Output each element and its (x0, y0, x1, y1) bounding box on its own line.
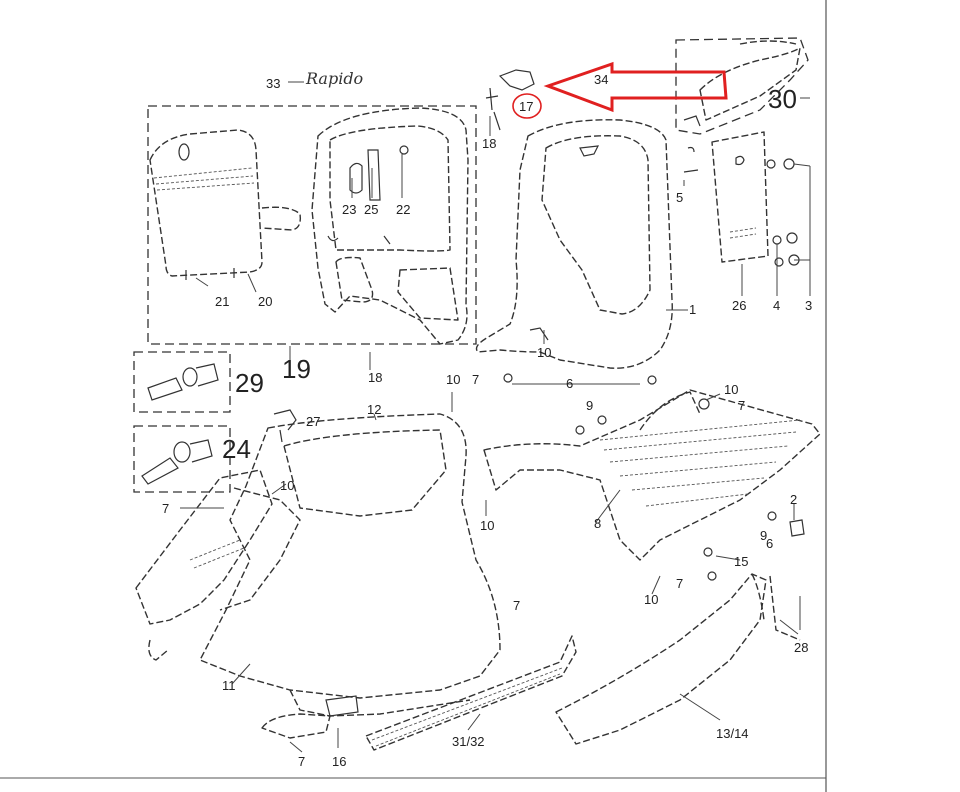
leader-lines (180, 81, 811, 753)
label-33: 33 (266, 76, 280, 91)
label-9-lower: 9 (760, 528, 767, 543)
label-7-right: 7 (738, 398, 745, 413)
label-20: 20 (258, 294, 272, 309)
label-8: 8 (594, 516, 601, 531)
label-28: 28 (794, 640, 808, 655)
part-24-fastener (141, 439, 213, 485)
label-7-upper: 7 (472, 372, 479, 387)
script-wordmark: Rapido (305, 69, 363, 88)
label-1: 1 (689, 302, 696, 317)
label-21: 21 (215, 294, 229, 309)
label-6: 6 (566, 376, 573, 391)
part-5-pins (683, 146, 699, 173)
label-7-floor: 7 (676, 576, 683, 591)
label-18-mid: 18 (368, 370, 382, 385)
label-7-left: 7 (162, 501, 169, 516)
label-19: 19 (282, 354, 311, 384)
label-25: 25 (364, 202, 378, 217)
label-3: 3 (805, 298, 812, 313)
part-2-clip (789, 519, 805, 537)
part-27-clip (273, 409, 297, 443)
label-10-shield: 10 (537, 345, 551, 360)
part-6-clips (503, 373, 657, 385)
part-11-side-panel (135, 469, 273, 661)
label-4: 4 (773, 298, 780, 313)
callout-labels: 33 Rapido 34 30 17 18 5 1 26 4 3 23 25 2… (162, 69, 812, 769)
label-7-bottom: 7 (298, 754, 305, 769)
label-16: 16 (332, 754, 346, 769)
label-24: 24 (222, 434, 251, 464)
part-13-14-side-strip (555, 573, 801, 745)
part-29-fastener (147, 363, 219, 401)
label-2: 2 (790, 492, 797, 507)
part-26-glovebox-panel (711, 131, 769, 263)
label-26: 26 (732, 298, 746, 313)
parts-3-4-screws (766, 158, 800, 267)
label-23: 23 (342, 202, 356, 217)
label-10-right: 10 (724, 382, 738, 397)
label-15: 15 (734, 554, 748, 569)
highlight-arrow (543, 61, 728, 113)
part-1-leg-shield (475, 119, 673, 369)
part-20-back-panel (149, 129, 302, 280)
label-12: 12 (367, 402, 381, 417)
label-6-lower: 6 (766, 536, 773, 551)
part-17-bracket (485, 69, 535, 131)
label-13-14: 13/14 (716, 726, 749, 741)
label-31-32: 31/32 (452, 734, 485, 749)
label-27: 27 (306, 414, 320, 429)
label-10-body: 10 (280, 478, 294, 493)
part-31-32-trim-strip (365, 635, 577, 751)
label-30: 30 (768, 84, 797, 114)
label-10-bottom: 10 (644, 592, 658, 607)
part-8-floorboard (483, 389, 821, 561)
part-30-34-group (675, 37, 809, 135)
part-33-head-fairing (311, 107, 469, 345)
assembly-box-29 (133, 351, 231, 413)
label-11: 11 (222, 678, 236, 693)
label-34: 34 (594, 72, 608, 87)
highlight-annotation (512, 61, 728, 119)
assembly-box-19 (147, 105, 477, 345)
label-17: 17 (519, 99, 533, 114)
highlight-circle (512, 93, 542, 119)
label-18-top: 18 (482, 136, 496, 151)
label-29: 29 (235, 368, 264, 398)
label-7-mid: 7 (513, 598, 520, 613)
assembly-box-24 (133, 425, 231, 493)
floorboard-fasteners (575, 398, 777, 581)
label-5: 5 (676, 190, 683, 205)
label-10-upper: 10 (446, 372, 460, 387)
label-10-floor: 10 (480, 518, 494, 533)
label-22: 22 (396, 202, 410, 217)
label-9-upper: 9 (586, 398, 593, 413)
part-16-bracket (261, 713, 331, 739)
